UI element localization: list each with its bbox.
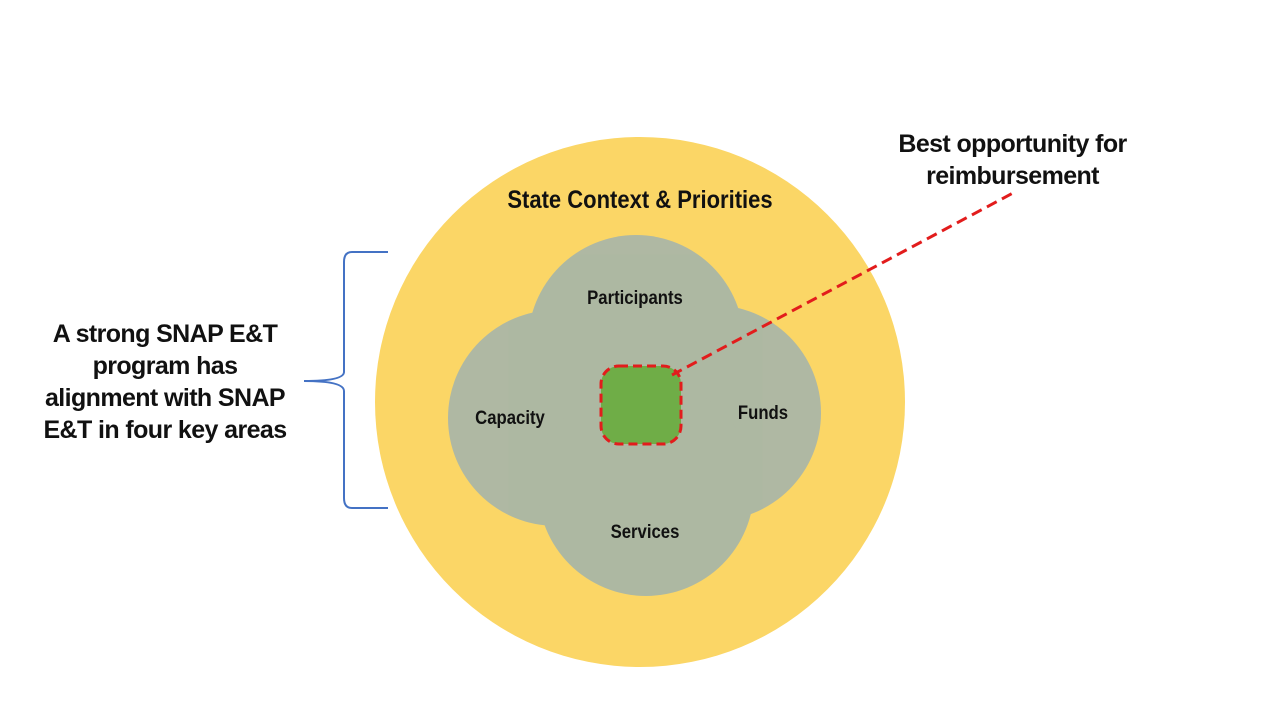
participants-label: Participants [587, 288, 683, 309]
services-circle [538, 380, 754, 596]
statement-line: E&T in four key areas [43, 416, 287, 444]
statement-line: A strong SNAP E&T [52, 320, 278, 348]
services-label: Services [610, 522, 680, 543]
outer-context-label: State Context & Priorities [507, 186, 773, 214]
curly-bracket [303, 251, 388, 509]
key-areas-statement: A strong SNAP E&T program has alignment … [40, 318, 290, 446]
statement-line: program has [92, 352, 238, 380]
callout-line-text: Best opportunity for [898, 130, 1127, 158]
funds-label: Funds [737, 403, 789, 424]
statement-line: alignment with SNAP [44, 384, 286, 412]
callout-line [671, 191, 1014, 377]
callout-label: Best opportunity for reimbursement [880, 128, 1145, 192]
callout-line-text: reimbursement [926, 162, 1099, 190]
best-opportunity-area [599, 364, 683, 446]
capacity-label: Capacity [475, 408, 545, 429]
